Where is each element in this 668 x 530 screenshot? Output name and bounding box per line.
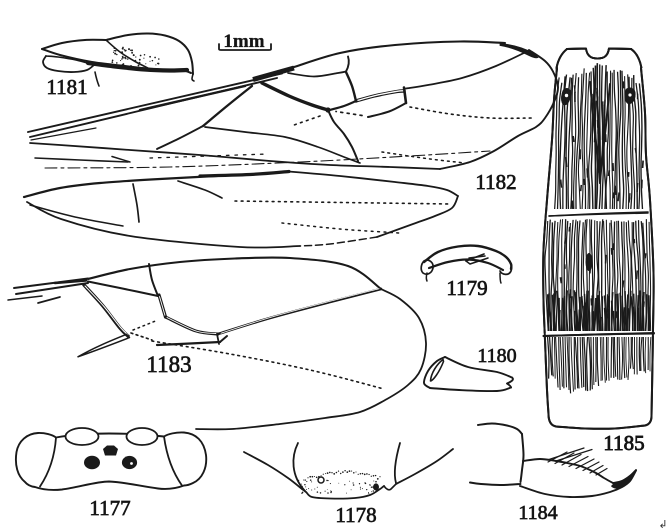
- svg-text:1mm: 1mm: [223, 31, 264, 52]
- svg-text:1184: 1184: [518, 502, 557, 524]
- svg-text:1183: 1183: [146, 352, 191, 377]
- svg-text:↲: ↲: [658, 519, 667, 530]
- svg-text:1185: 1185: [603, 431, 644, 455]
- svg-text:1177: 1177: [89, 496, 130, 520]
- svg-text:1179: 1179: [446, 276, 487, 300]
- svg-text:1178: 1178: [335, 503, 376, 527]
- svg-text:1182: 1182: [475, 170, 516, 194]
- svg-text:1185: 1185: [603, 431, 644, 455]
- svg-text:1180: 1180: [477, 345, 516, 367]
- svg-text:1181: 1181: [46, 75, 87, 99]
